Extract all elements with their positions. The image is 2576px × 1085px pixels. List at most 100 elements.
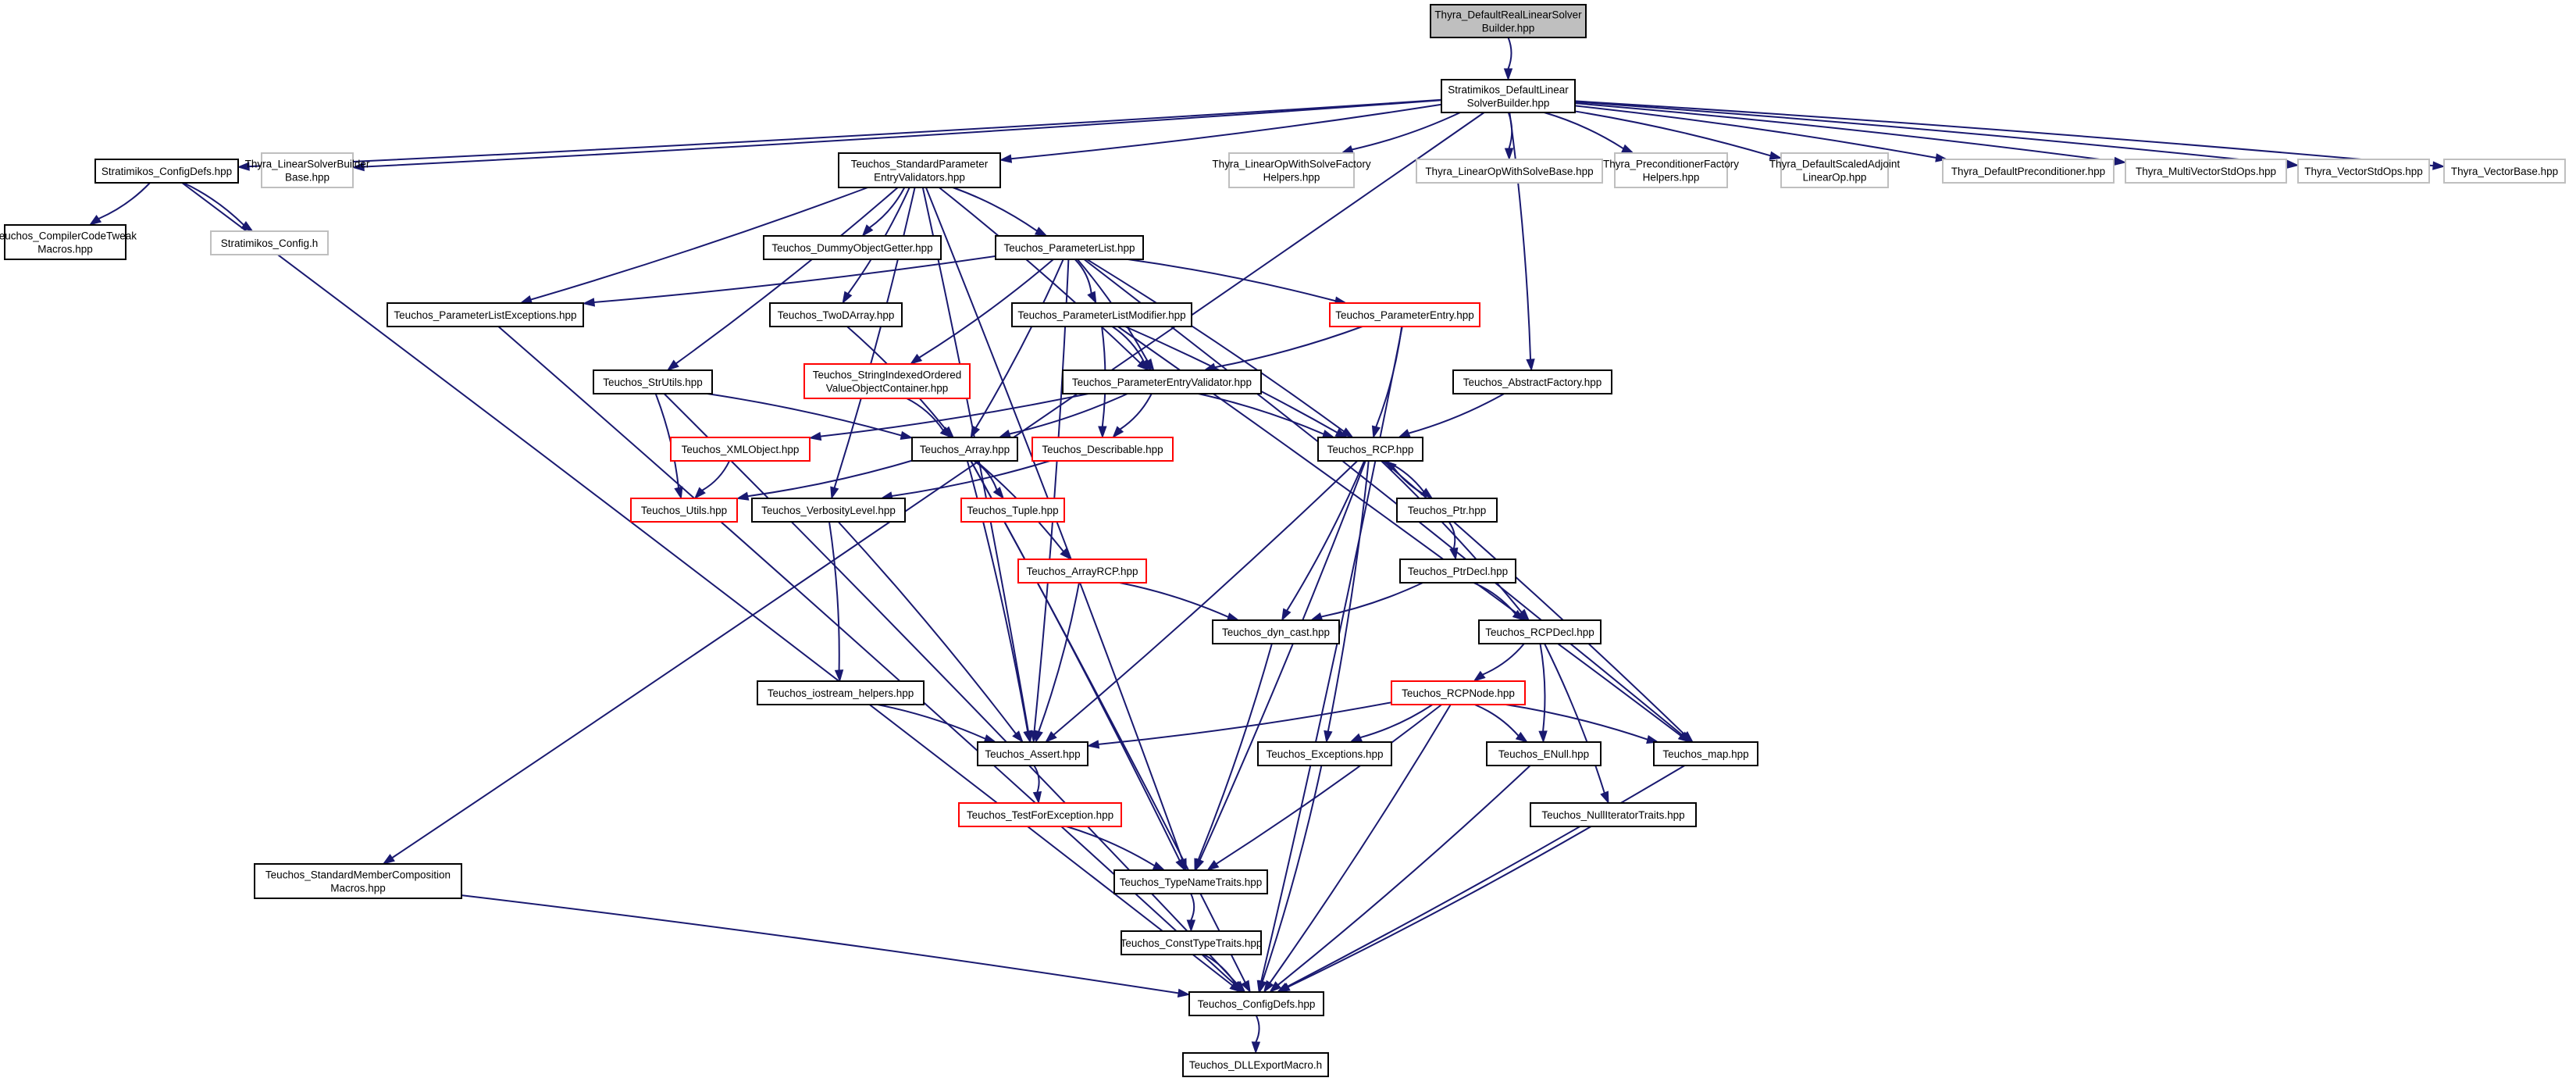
edge-teuchos-parameterlist-to-teuchos-parameterlistexceptions bbox=[582, 255, 996, 307]
arrowhead bbox=[834, 669, 844, 683]
node-thyra-multivectorstdops[interactable]: Thyra_MultiVectorStdOps.hpp bbox=[2125, 159, 2287, 184]
node-teuchos-ptr[interactable]: Teuchos_Ptr.hpp bbox=[1396, 498, 1498, 523]
node-teuchos-array[interactable]: Teuchos_Array.hpp bbox=[911, 437, 1018, 462]
node-teuchos-describable[interactable]: Teuchos_Describable.hpp bbox=[1031, 437, 1174, 462]
node-box bbox=[1478, 619, 1602, 644]
node-label-line: Helpers.hpp bbox=[1643, 172, 1700, 184]
node-teuchos-rcpdecl[interactable]: Teuchos_RCPDecl.hpp bbox=[1478, 619, 1602, 644]
edge-stratimikos-defaultlinearsolverbuilder-to-thyra-preconditionerfactoryhelpers bbox=[1544, 112, 1635, 154]
node-box bbox=[670, 437, 811, 462]
node-thyra-vectorstdops[interactable]: Thyra_VectorStdOps.hpp bbox=[2297, 159, 2430, 184]
edge-stratimikos-defaultlinearsolverbuilder-to-teuchos-abstractfactory bbox=[1509, 112, 1535, 372]
node-teuchos-dyn-cast[interactable]: Teuchos_dyn_cast.hpp bbox=[1212, 619, 1340, 644]
edge-line bbox=[869, 187, 906, 229]
edge-teuchos-verbositylevel-to-teuchos-assert bbox=[837, 521, 1024, 744]
arrowhead bbox=[2113, 156, 2127, 166]
node-teuchos-testforexception[interactable]: Teuchos_TestForException.hpp bbox=[958, 802, 1122, 827]
node-label-line: ValueObjectContainer.hpp bbox=[826, 383, 949, 394]
edge-stratimikos-defaultlinearsolverbuilder-to-thyra-vectorstdops bbox=[1574, 101, 2300, 170]
node-teuchos-tuple[interactable]: Teuchos_Tuple.hpp bbox=[960, 498, 1065, 523]
node-teuchos-twodarray[interactable]: Teuchos_TwoDArray.hpp bbox=[769, 302, 903, 327]
node-teuchos-parameterentryvalidator[interactable]: Teuchos_ParameterEntryValidator.hpp bbox=[1062, 369, 1262, 394]
node-label-line: Teuchos_ParameterListExceptions.hpp bbox=[394, 309, 576, 321]
node-teuchos-xmlobject[interactable]: Teuchos_XMLObject.hpp bbox=[670, 437, 811, 462]
node-teuchos-stringindexedorderedvalueobjectcontainer[interactable]: Teuchos_StringIndexedOrderedValueObjectC… bbox=[803, 363, 971, 399]
arrowhead bbox=[1526, 359, 1535, 372]
edge-line bbox=[701, 460, 731, 491]
arrowhead bbox=[240, 221, 254, 232]
edge-stratimikos-defaultlinearsolverbuilder-to-thyra-vectorbase bbox=[1574, 100, 2446, 170]
edge-line bbox=[1261, 765, 1323, 982]
arrowhead bbox=[1769, 151, 1783, 160]
edge-teuchos-dyn-cast-to-teuchos-typenametraits bbox=[1194, 643, 1273, 872]
node-teuchos-verbositylevel[interactable]: Teuchos_VerbosityLevel.hpp bbox=[751, 498, 906, 523]
arrowhead bbox=[1515, 731, 1529, 743]
edge-teuchos-rcpnode-to-teuchos-typenametraits bbox=[1206, 704, 1442, 871]
arrowhead bbox=[970, 425, 981, 439]
node-teuchos-abstractfactory[interactable]: Teuchos_AbstractFactory.hpp bbox=[1452, 369, 1612, 394]
node-thyra-vectorbase[interactable]: Thyra_VectorBase.hpp bbox=[2443, 159, 2566, 184]
node-teuchos-map[interactable]: Teuchos_map.hpp bbox=[1653, 741, 1758, 766]
node-teuchos-parameterlist[interactable]: Teuchos_ParameterList.hpp bbox=[995, 235, 1144, 260]
node-stratimikos-config[interactable]: Stratimikos_Config.h bbox=[210, 230, 329, 255]
node-teuchos-consttypetraits[interactable]: Teuchos_ConstTypeTraits.hpp bbox=[1121, 930, 1263, 955]
node-box bbox=[1441, 79, 1576, 113]
node-box bbox=[1430, 4, 1587, 38]
node-stratimikos-configdefs[interactable]: Stratimikos_ConfigDefs.hpp bbox=[94, 159, 239, 184]
node-teuchos-standardparameterentryvalidators[interactable]: Teuchos_StandardParameterEntryValidators… bbox=[838, 152, 1001, 188]
arrowhead bbox=[1263, 980, 1274, 994]
node-teuchos-standardmembercompositionmacros[interactable]: Teuchos_StandardMemberCompositionMacros.… bbox=[254, 863, 462, 899]
node-teuchos-typenametraits[interactable]: Teuchos_TypeNameTraits.hpp bbox=[1113, 869, 1268, 894]
node-box bbox=[1614, 152, 1728, 188]
node-box bbox=[2297, 159, 2430, 184]
node-teuchos-iostream-helpers[interactable]: Teuchos_iostream_helpers.hpp bbox=[757, 680, 925, 705]
node-teuchos-parameterentry[interactable]: Teuchos_ParameterEntry.hpp bbox=[1329, 302, 1480, 327]
node-teuchos-dummyobjectgetter[interactable]: Teuchos_DummyObjectGetter.hpp bbox=[763, 235, 942, 260]
edge-teuchos-standardmembercompositionmacros-to-teuchos-configdefs bbox=[461, 894, 1191, 998]
node-teuchos-arrayrcp[interactable]: Teuchos_ArrayRCP.hpp bbox=[1017, 559, 1147, 584]
node-box bbox=[1062, 369, 1262, 394]
node-thyra-linearopwithsolvebase[interactable]: Thyra_LinearOpWithSolveBase.hpp bbox=[1416, 159, 1603, 184]
edge-teuchos-array-to-teuchos-assert bbox=[966, 460, 1032, 744]
edge-line bbox=[970, 460, 1246, 983]
node-thyra-defaultpreconditioner[interactable]: Thyra_DefaultPreconditioner.hpp bbox=[1942, 159, 2115, 184]
node-teuchos-nulliteratortraits[interactable]: Teuchos_NullIteratorTraits.hpp bbox=[1530, 802, 1697, 827]
node-label-line: Teuchos_Assert.hpp bbox=[985, 748, 1080, 760]
node-label-line: Teuchos_DLLExportMacro.h bbox=[1189, 1059, 1322, 1071]
edge-line bbox=[1393, 467, 1433, 499]
node-teuchos-rcpnode[interactable]: Teuchos_RCPNode.hpp bbox=[1391, 680, 1526, 705]
arrowhead bbox=[1251, 1041, 1261, 1055]
arrowhead bbox=[582, 298, 596, 307]
node-label-line: Teuchos_RCPDecl.hpp bbox=[1485, 626, 1594, 638]
node-box bbox=[1399, 559, 1516, 584]
node-teuchos-rcp[interactable]: Teuchos_RCP.hpp bbox=[1317, 437, 1423, 462]
arrowhead bbox=[1112, 426, 1124, 439]
arrowhead bbox=[1186, 919, 1196, 933]
node-teuchos-parameterlistmodifier[interactable]: Teuchos_ParameterListModifier.hpp bbox=[1011, 302, 1192, 327]
node-box bbox=[210, 230, 329, 255]
node-label-line: Teuchos_VerbosityLevel.hpp bbox=[761, 505, 896, 516]
edge-teuchos-testforexception-to-teuchos-typenametraits bbox=[1066, 826, 1166, 871]
node-box bbox=[1228, 152, 1355, 188]
node-teuchos-assert[interactable]: Teuchos_Assert.hpp bbox=[977, 741, 1088, 766]
node-teuchos-parameterlistexceptions[interactable]: Teuchos_ParameterListExceptions.hpp bbox=[387, 302, 584, 327]
node-thyra-linearopwithsolvefactoryhelpers[interactable]: Thyra_LinearOpWithSolveFactoryHelpers.hp… bbox=[1212, 152, 1371, 188]
edge-line bbox=[1216, 704, 1442, 865]
arrowhead bbox=[237, 162, 250, 171]
node-teuchos-utils[interactable]: Teuchos_Utils.hpp bbox=[630, 498, 738, 523]
node-teuchos-exceptions[interactable]: Teuchos_Exceptions.hpp bbox=[1257, 741, 1392, 766]
node-teuchos-ptrdecl[interactable]: Teuchos_PtrDecl.hpp bbox=[1399, 559, 1516, 584]
node-stratimikos-defaultlinearsolverbuilder[interactable]: Stratimikos_DefaultLinearSolverBuilder.h… bbox=[1441, 79, 1576, 113]
edge-line bbox=[1574, 100, 2434, 167]
node-teuchos-enull[interactable]: Teuchos_ENull.hpp bbox=[1486, 741, 1602, 766]
edge-teuchos-rcpnode-to-teuchos-enull bbox=[1474, 704, 1529, 743]
edge-line bbox=[974, 259, 1064, 429]
node-teuchos-configdefs[interactable]: Teuchos_ConfigDefs.hpp bbox=[1188, 991, 1324, 1016]
node-teuchos-dllexportmacro[interactable]: Teuchos_DLLExportMacro.h bbox=[1182, 1052, 1329, 1077]
node-teuchos-strutils[interactable]: Teuchos_StrUtils.hpp bbox=[593, 369, 713, 394]
